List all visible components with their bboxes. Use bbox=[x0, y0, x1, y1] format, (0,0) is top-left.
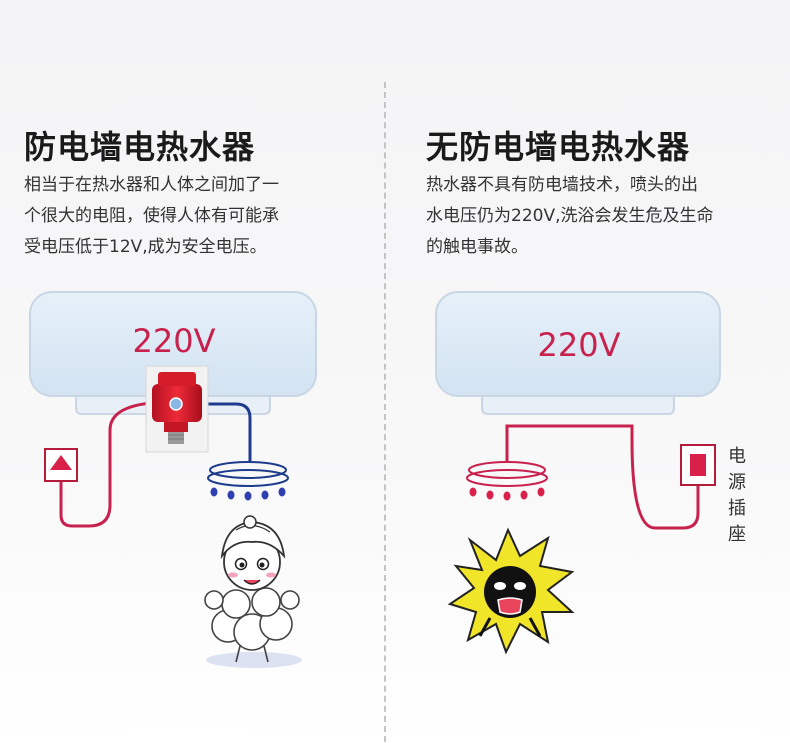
right-water-heater bbox=[435, 291, 721, 415]
socket-plug-icon bbox=[690, 454, 706, 476]
right-desc-line-2: 水电压仍为220V,洗浴会发生危及生命 bbox=[426, 206, 714, 226]
left-power-socket bbox=[44, 448, 78, 482]
right-water-drops bbox=[469, 487, 545, 501]
right-title: 无防电墙电热水器 bbox=[426, 128, 691, 166]
socket-triangle-icon bbox=[50, 455, 72, 470]
center-divider bbox=[384, 82, 386, 742]
left-voltage-label: 220V bbox=[133, 322, 216, 360]
left-desc-line-3: 受电压低于12V,成为安全电压。 bbox=[24, 237, 267, 257]
right-desc-line-1: 热水器不具有防电墙技术，喷头的出 bbox=[426, 175, 698, 195]
left-live-wire bbox=[59, 392, 174, 528]
power-socket-label: 电源插座 bbox=[728, 446, 746, 545]
right-tank-base bbox=[481, 395, 675, 415]
left-water-drops bbox=[210, 487, 286, 501]
left-safe-wire bbox=[200, 402, 252, 462]
left-description: 相当于在热水器和人体之间加了一 个很大的电阻，使得人体有可能承 受电压低于12V… bbox=[24, 170, 279, 263]
anti-electric-wall-valve bbox=[145, 365, 209, 453]
happy-child-illustration bbox=[204, 515, 302, 668]
right-desc-line-3: 的触电事故。 bbox=[426, 237, 528, 257]
left-desc-line-2: 个很大的电阻，使得人体有可能承 bbox=[24, 206, 279, 226]
left-shower-head bbox=[207, 461, 289, 501]
right-description: 热水器不具有防电墙技术，喷头的出 水电压仍为220V,洗浴会发生危及生命 的触电… bbox=[426, 170, 713, 263]
right-power-socket bbox=[680, 444, 716, 486]
right-voltage-label: 220V bbox=[538, 326, 621, 364]
electrocuted-figure-illustration bbox=[447, 527, 575, 655]
left-title: 防电墙电热水器 bbox=[24, 128, 256, 166]
right-shower-head bbox=[466, 461, 548, 501]
right-live-wire bbox=[505, 424, 700, 530]
left-desc-line-1: 相当于在热水器和人体之间加了一 bbox=[24, 175, 279, 195]
